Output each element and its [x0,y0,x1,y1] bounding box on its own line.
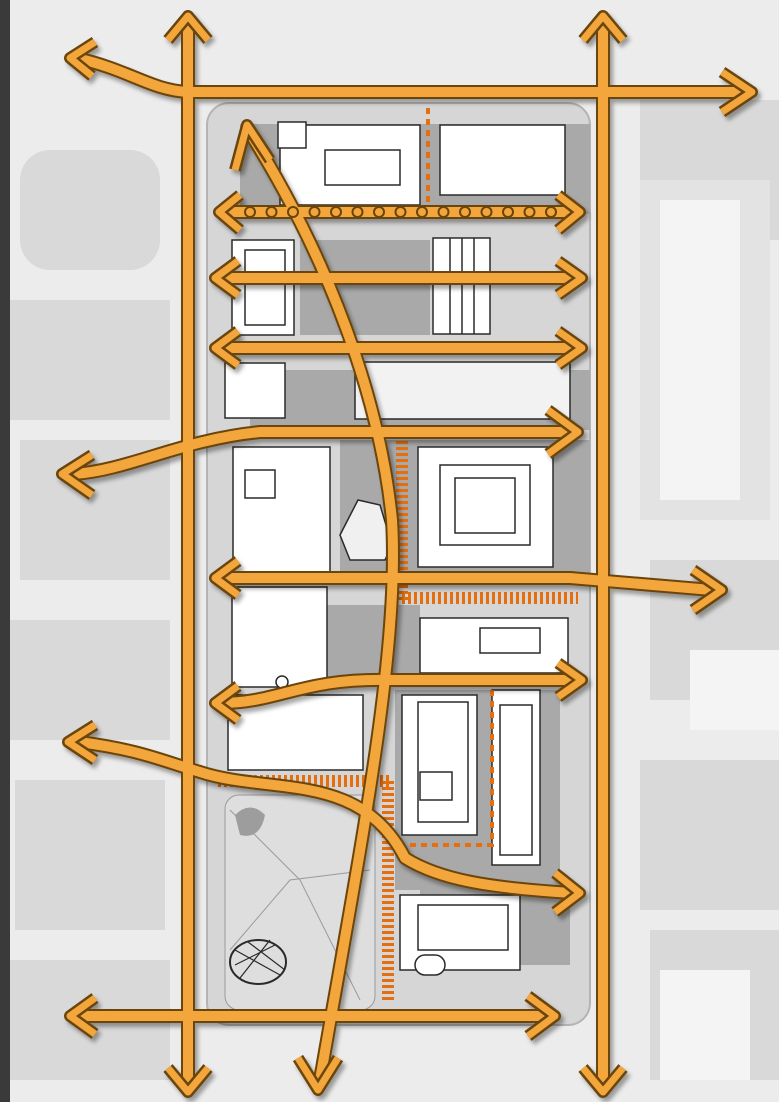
node-dot [373,206,385,218]
node-dot [287,206,299,218]
woven-pavilion [229,939,287,985]
context-blocks [10,100,779,1080]
node-dot [351,206,364,218]
node-dot [545,206,557,218]
node-dot [416,206,428,218]
node-dot [308,206,321,218]
diagonal-promenade [243,127,399,1081]
west-east-main-axis [73,427,570,479]
east-link-south [78,737,574,898]
street-6 [219,674,577,708]
east-dotted-loop [410,690,494,847]
node-dot [459,206,471,218]
southeast-buildings [401,694,478,836]
node-dot [502,206,514,218]
node-dot [480,206,493,218]
street-5 [219,573,713,595]
node-dot [330,206,342,218]
node-dot [523,206,536,218]
arrowheads-fill [58,12,756,1096]
node-dot [265,206,278,218]
node-dot [244,206,256,218]
node-dot [394,206,407,218]
buildings [224,121,571,976]
node-string [244,206,557,218]
north-road [74,53,742,97]
node-dot [437,206,450,218]
